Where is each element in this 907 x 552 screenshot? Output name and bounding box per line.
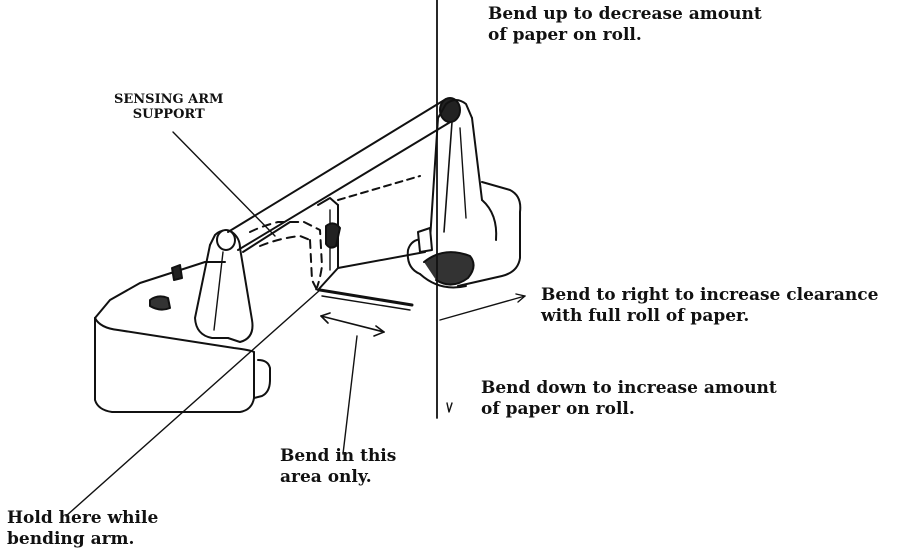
leader-lines <box>65 131 526 517</box>
left-support-arm <box>194 229 254 343</box>
bend-area-instruction: Bend in this area only. <box>280 446 397 487</box>
bend-right-instruction: Bend to right to increase clearance with… <box>541 285 879 326</box>
left-base-block <box>94 261 271 413</box>
sensing-arm-dashed <box>249 221 323 293</box>
bend-down-instruction: Bend down to increase amount of paper on… <box>481 378 777 419</box>
bend-up-instruction: Bend up to decrease amount of paper on r… <box>488 4 762 45</box>
bend-strip <box>318 288 414 311</box>
bend-area-arrow <box>320 312 385 337</box>
back-panel <box>317 175 426 291</box>
top-shaft <box>227 97 461 253</box>
hold-here-instruction: Hold here while bending arm. <box>7 508 159 549</box>
sensing-arm-support-label: SENSING ARM SUPPORT <box>114 92 224 122</box>
